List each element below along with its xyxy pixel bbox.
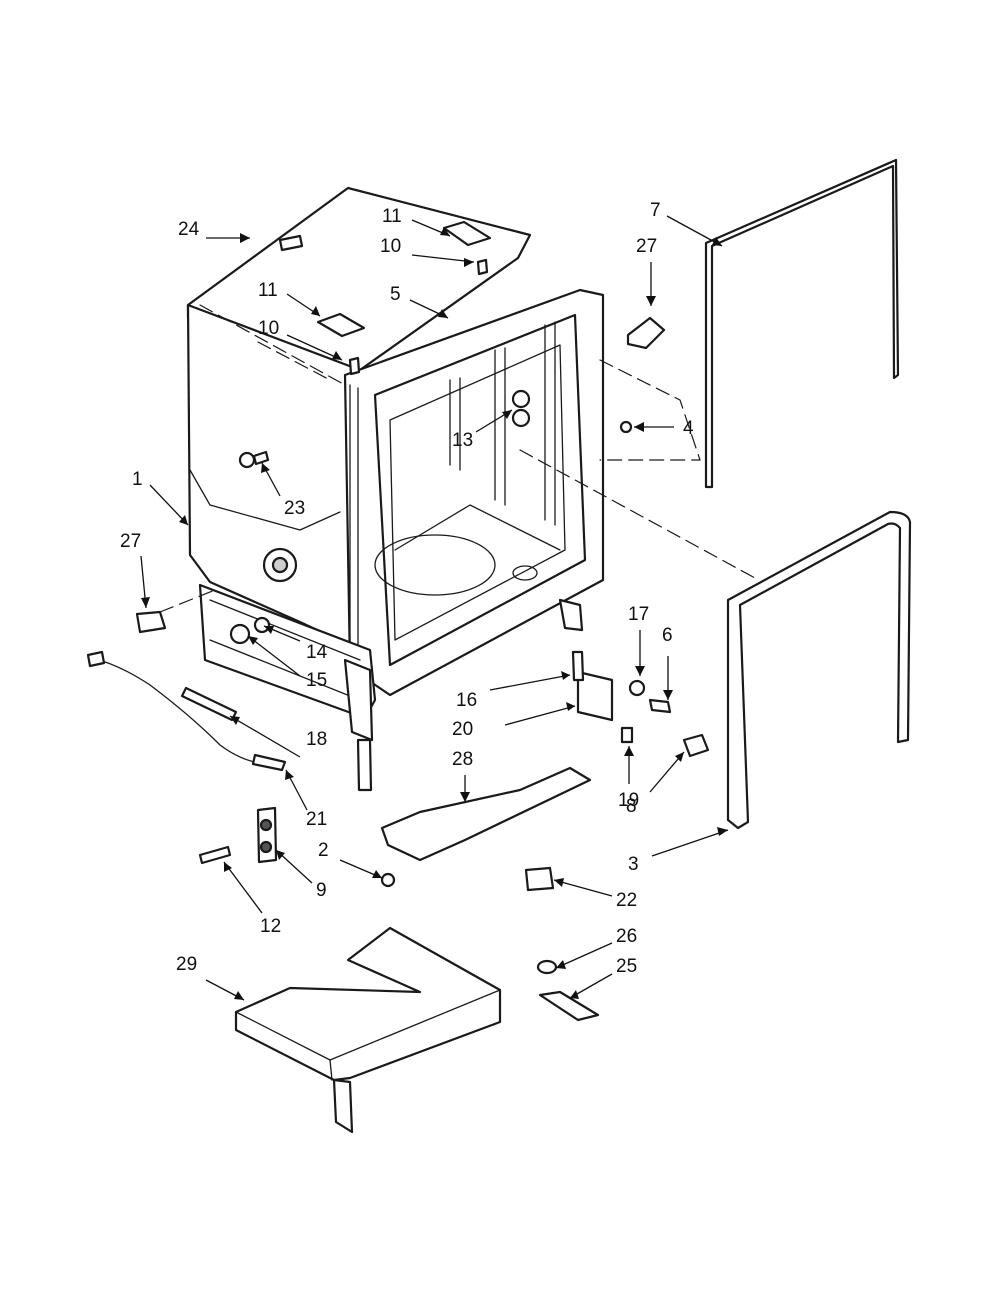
dishwasher-tub — [186, 186, 605, 742]
callout-3: 3 — [628, 854, 639, 875]
callout-8: 8 — [626, 796, 637, 817]
callout-19: 19 — [618, 790, 639, 811]
callout-arrowheads — [141, 227, 728, 1000]
callout-11: 11 — [382, 206, 402, 227]
callout-23: 23 — [284, 498, 305, 519]
callout-28: 28 — [452, 749, 473, 770]
callout-10: 10 — [380, 236, 401, 257]
callout-17: 17 — [628, 604, 649, 625]
callout-27: 27 — [120, 531, 141, 552]
callout-22: 22 — [616, 890, 637, 911]
tub-gasket-3 — [726, 510, 912, 830]
callout-27: 27 — [636, 236, 657, 257]
callout-2: 2 — [318, 840, 329, 861]
callout-11: 11 — [258, 280, 278, 301]
callout-6: 6 — [662, 625, 673, 646]
callout-16: 16 — [456, 690, 477, 711]
callout-4: 4 — [683, 418, 694, 439]
callout-24: 24 — [178, 219, 200, 240]
callout-14: 14 — [306, 642, 328, 663]
callout-9: 9 — [316, 880, 327, 901]
callout-10: 10 — [258, 318, 279, 339]
callout-25: 25 — [616, 956, 637, 977]
callout-1: 1 — [132, 469, 143, 490]
callout-labels: 24 11 10 11 10 5 7 27 13 4 1 23 27 14 15… — [120, 200, 694, 977]
callout-12: 12 — [260, 916, 281, 937]
callout-20: 20 — [452, 719, 473, 740]
callout-21: 21 — [306, 809, 327, 830]
small-parts — [86, 220, 710, 1022]
insulation-29 — [234, 926, 502, 1134]
door-gasket-7 — [704, 158, 900, 489]
callout-7: 7 — [650, 200, 661, 221]
callout-18: 18 — [306, 729, 327, 750]
callout-13: 13 — [452, 430, 473, 451]
assembly-guide-lines — [159, 304, 756, 613]
callout-26: 26 — [616, 926, 637, 947]
callout-29: 29 — [176, 954, 197, 975]
callout-15: 15 — [306, 670, 327, 691]
callout-5: 5 — [390, 284, 401, 305]
